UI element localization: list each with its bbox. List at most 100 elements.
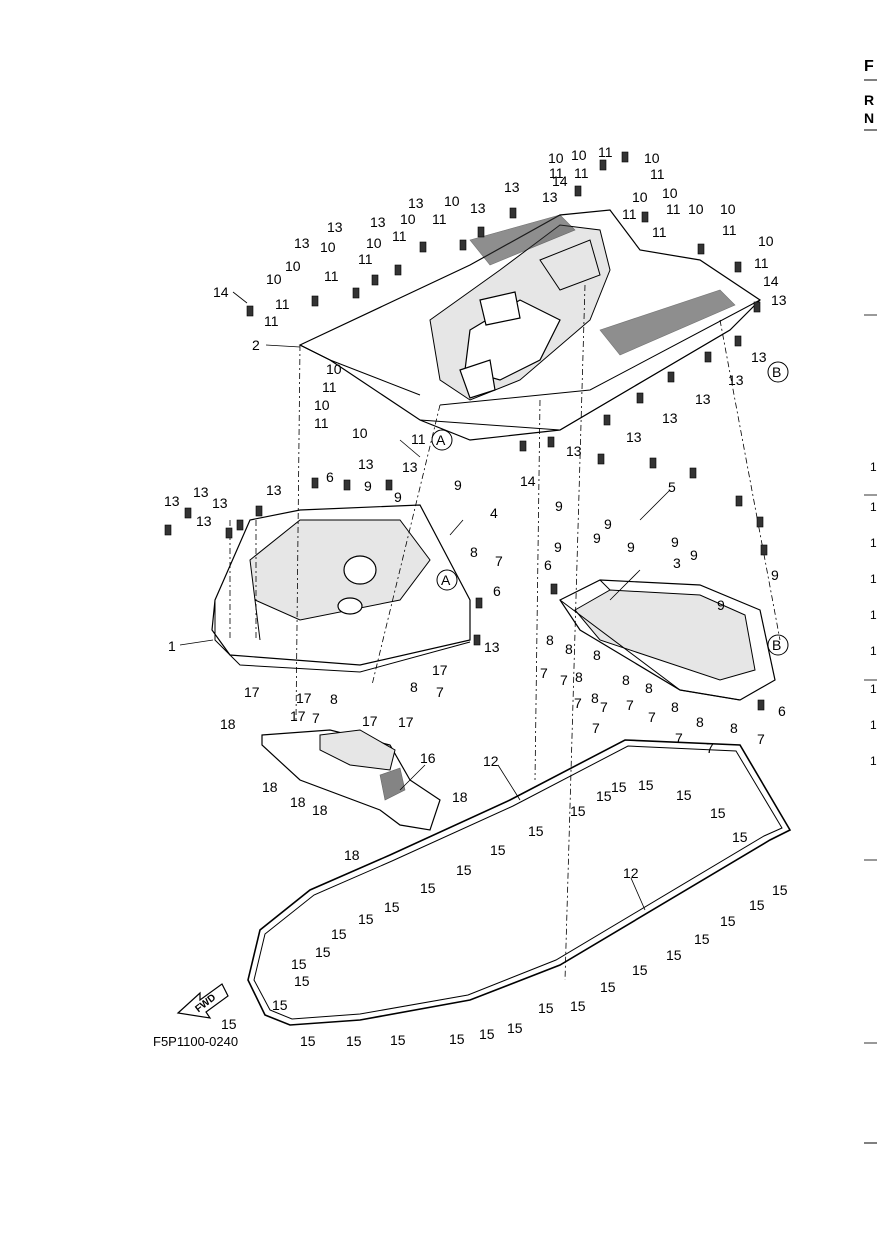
margin-number: 1 bbox=[870, 536, 877, 550]
callout-b-upper: B bbox=[767, 361, 789, 383]
deck-assembly bbox=[298, 209, 761, 441]
part-label: 6 bbox=[778, 703, 786, 719]
part-label: 9 bbox=[454, 477, 462, 493]
part-label: 8 bbox=[696, 714, 704, 730]
part-label: 8 bbox=[730, 720, 738, 736]
part-label: 7 bbox=[495, 553, 503, 569]
part-label: 14 bbox=[763, 273, 779, 289]
part-label: 10 bbox=[320, 239, 336, 255]
part-label: 9 bbox=[604, 516, 612, 532]
part-label: 15 bbox=[291, 956, 307, 972]
part-label: 18 bbox=[452, 789, 468, 805]
part-label: 13 bbox=[751, 349, 767, 365]
part-label: 9 bbox=[690, 547, 698, 563]
part-label: 11 bbox=[754, 255, 769, 271]
callout-a-lower: A bbox=[436, 569, 458, 591]
fastener-markers bbox=[164, 151, 768, 711]
margin-letter-f: F bbox=[864, 58, 874, 75]
part-label: 7 bbox=[706, 740, 714, 756]
part-label: 15 bbox=[666, 947, 682, 963]
callout-letter: A bbox=[441, 572, 451, 588]
part-label: 15 bbox=[346, 1033, 362, 1049]
part-label: 9 bbox=[671, 534, 679, 550]
part-label: 15 bbox=[772, 882, 788, 898]
part-label: 7 bbox=[436, 684, 444, 700]
part-label: 15 bbox=[331, 926, 347, 942]
part-label: 11 bbox=[722, 222, 737, 238]
part-label: 10 bbox=[314, 397, 330, 413]
part-label: 10 bbox=[662, 185, 678, 201]
callout-letter: B bbox=[772, 364, 781, 380]
part-label: 13 bbox=[164, 493, 180, 509]
part-label: 9 bbox=[771, 567, 779, 583]
part-label: 14 bbox=[552, 173, 568, 189]
part-label: 7 bbox=[648, 709, 656, 725]
part-label: 7 bbox=[757, 731, 765, 747]
part-label: 10 bbox=[644, 150, 660, 166]
callout-letter: B bbox=[772, 637, 781, 653]
part-label: 13 bbox=[566, 443, 582, 459]
margin-number: 1 bbox=[870, 500, 877, 514]
part-label: 15 bbox=[538, 1000, 554, 1016]
part-label: 15 bbox=[732, 829, 748, 845]
part-label: 10 bbox=[632, 189, 648, 205]
part-label: 9 bbox=[394, 489, 402, 505]
part-label: 10 bbox=[326, 361, 342, 377]
part-label: 15 bbox=[358, 911, 374, 927]
alignment-lines bbox=[229, 284, 781, 981]
part-label: 17 bbox=[362, 713, 378, 729]
part-label: 15 bbox=[315, 944, 331, 960]
margin-number: 1 bbox=[870, 754, 877, 768]
part-label: 8 bbox=[410, 679, 418, 695]
part-label: 8 bbox=[565, 641, 573, 657]
part-label: 15 bbox=[300, 1033, 316, 1049]
part-label: 15 bbox=[294, 973, 310, 989]
part-label: 10 bbox=[688, 201, 704, 217]
figure-code: F5P1100-0240 bbox=[153, 1034, 239, 1049]
hull-assembly bbox=[211, 504, 471, 673]
part-label: 17 bbox=[290, 708, 306, 724]
part-label: 10 bbox=[571, 147, 587, 163]
part-label: 11 bbox=[574, 165, 589, 181]
part-label: 10 bbox=[720, 201, 736, 217]
part-label: 16 bbox=[420, 750, 436, 766]
part-label: 15 bbox=[749, 897, 765, 913]
part-label: 17 bbox=[432, 662, 448, 678]
part-label: 3 bbox=[673, 555, 681, 571]
part-label: 18 bbox=[290, 794, 306, 810]
part-label: 13 bbox=[484, 639, 500, 655]
part-label: 15 bbox=[221, 1016, 237, 1032]
part-label: 13 bbox=[193, 484, 209, 500]
part-label: 10 bbox=[548, 150, 564, 166]
part-label: 15 bbox=[596, 788, 612, 804]
part-label: 15 bbox=[632, 962, 648, 978]
part-label: 17 bbox=[398, 714, 414, 730]
part-label: 13 bbox=[695, 391, 711, 407]
part-label: 11 bbox=[666, 201, 681, 217]
margin-number: 1 bbox=[870, 718, 877, 732]
part-label: 7 bbox=[540, 665, 548, 681]
callout-letter: A bbox=[436, 432, 446, 448]
part-label: 18 bbox=[312, 802, 328, 818]
part-label: 1 bbox=[168, 638, 176, 654]
part-label: 13 bbox=[542, 189, 558, 205]
part-label: 13 bbox=[662, 410, 678, 426]
part-label: 2 bbox=[252, 337, 260, 353]
part-label: 15 bbox=[676, 787, 692, 803]
margin-number: 1 bbox=[870, 572, 877, 586]
part-label: 13 bbox=[728, 372, 744, 388]
part-label: 6 bbox=[326, 469, 334, 485]
fwd-arrow: FWD bbox=[176, 983, 229, 1019]
part-label: 14 bbox=[213, 284, 229, 300]
part-labels: 10 10 11 10 11 11 11 14 13 13 10 10 11 1… bbox=[164, 144, 788, 1049]
part-label: 17 bbox=[244, 684, 260, 700]
part-label: 13 bbox=[294, 235, 310, 251]
part-label: 13 bbox=[327, 219, 343, 235]
part-label: 11 bbox=[549, 165, 564, 181]
part-label: 15 bbox=[528, 823, 544, 839]
part-label: 14 bbox=[520, 473, 536, 489]
part-label: 15 bbox=[272, 997, 288, 1013]
part-label: 7 bbox=[592, 720, 600, 736]
part-label: 7 bbox=[600, 699, 608, 715]
part-label: 11 bbox=[432, 211, 447, 227]
